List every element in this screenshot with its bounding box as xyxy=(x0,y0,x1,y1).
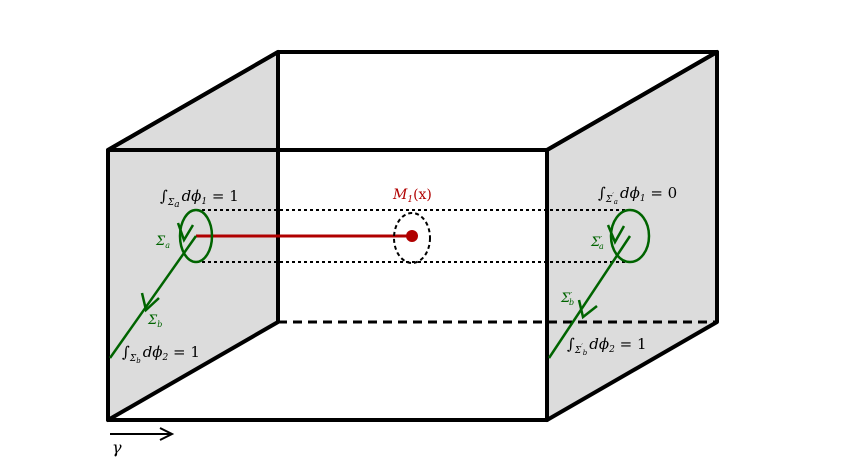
sigma-b-arrowhead xyxy=(140,292,160,313)
sigma-b-label: Σb xyxy=(147,313,162,329)
sigma-b-line xyxy=(108,235,198,359)
operator-dashed-ring xyxy=(393,212,431,264)
sigma-b-prime-label: Σ′b xyxy=(560,291,574,307)
sigma-b-prime-arrowhead xyxy=(577,299,598,320)
gamma-label: γ xyxy=(112,438,122,457)
operator-label: M1(x) xyxy=(392,187,432,205)
sigma-b-prime-line xyxy=(547,235,632,359)
right-face xyxy=(545,50,719,422)
sigma-a-arrowhead xyxy=(176,222,195,243)
gamma-arrowhead xyxy=(159,427,175,441)
top-face-edges xyxy=(107,50,719,152)
sigma-a-label: Σa xyxy=(155,234,170,250)
sigma-a-prime-loop xyxy=(609,208,651,264)
sigma-a-prime-arrowhead xyxy=(606,224,626,245)
sigma-a-prime-label: Σ′a xyxy=(590,235,604,251)
front-face xyxy=(106,148,549,422)
operator-point xyxy=(406,230,418,242)
sigma-a-loop xyxy=(178,208,214,264)
